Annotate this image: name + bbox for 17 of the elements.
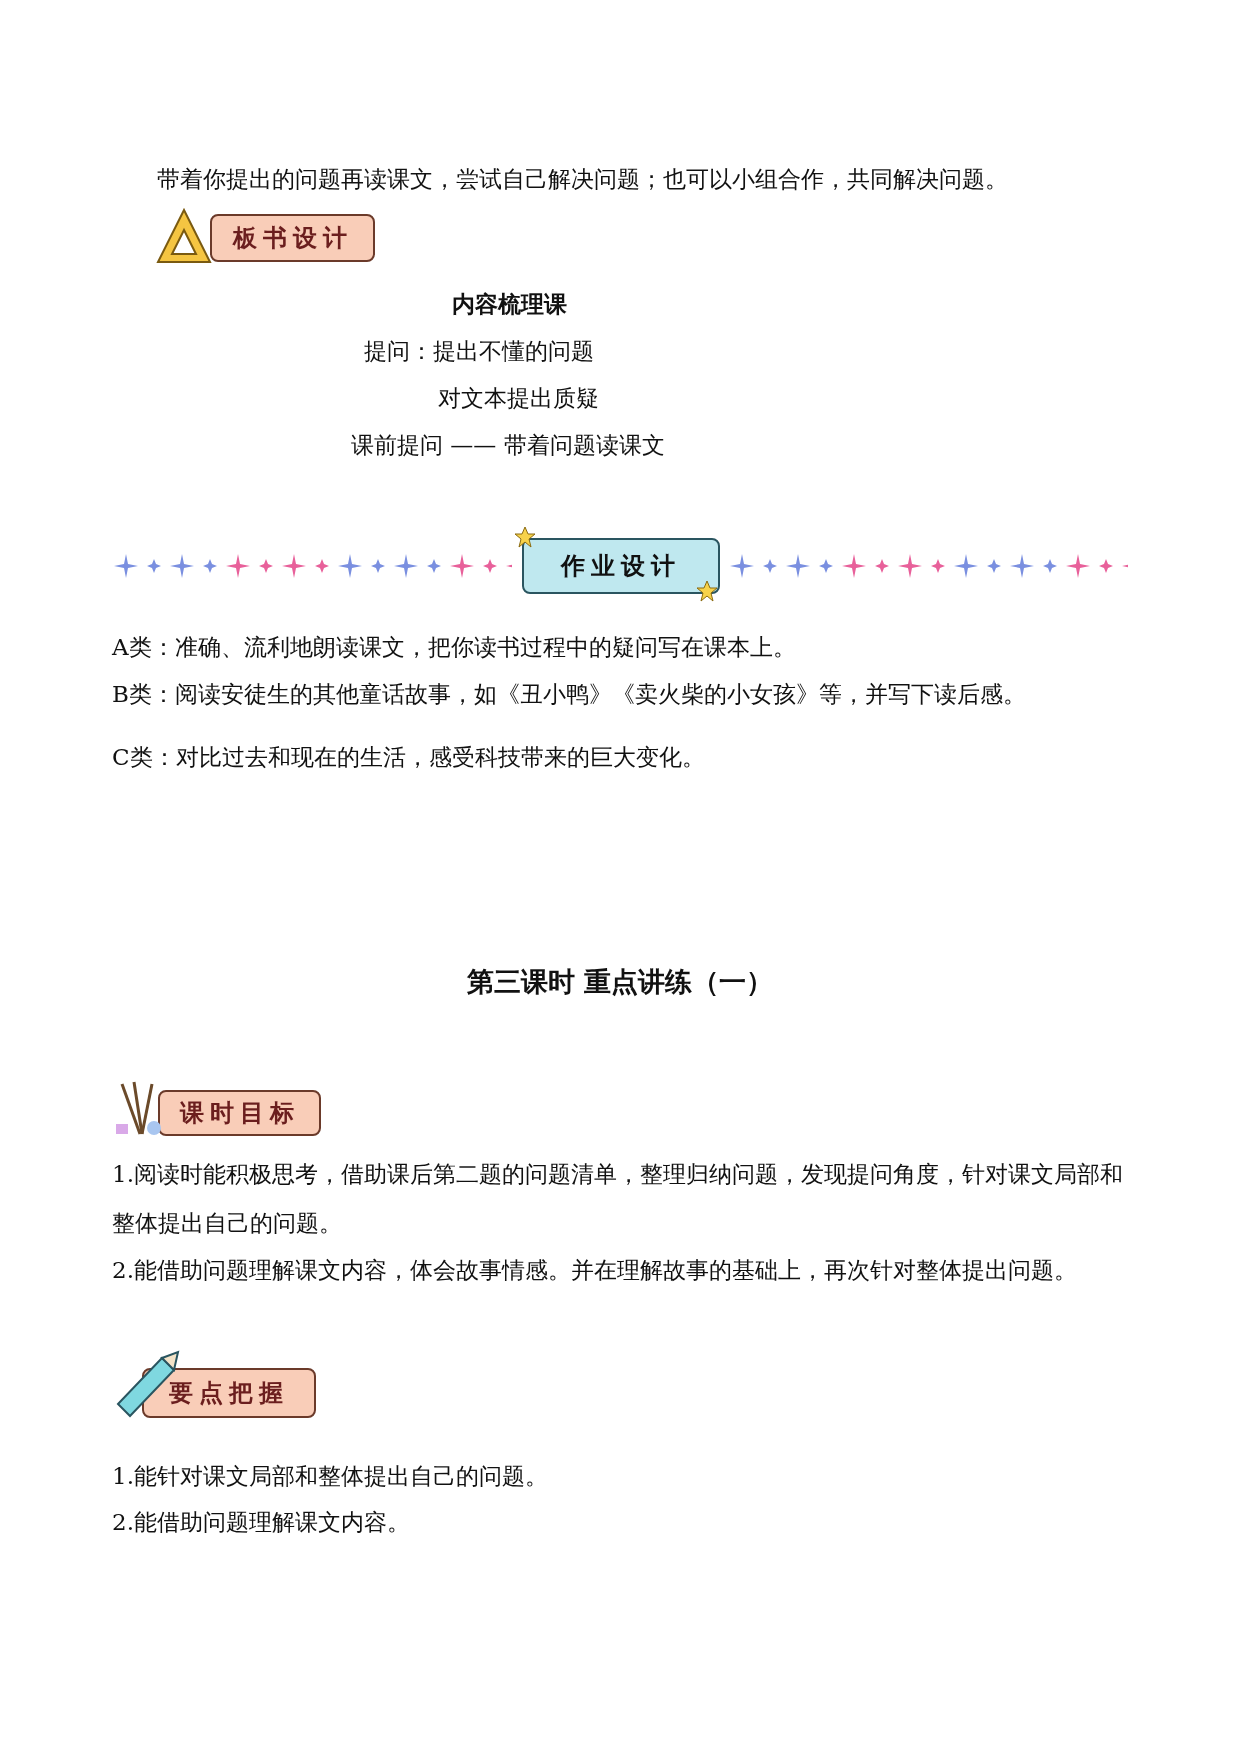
objective-text: 2.能借助问题理解课文内容，体会故事情感。并在理解故事的基础上，再次针对整体提出问题。 bbox=[112, 1256, 1078, 1285]
key-point-text: 2.能借助问题理解课文内容。 bbox=[112, 1510, 410, 1534]
section-badge: 要点把握 bbox=[142, 1368, 316, 1418]
board-line: 对文本提出质疑 bbox=[438, 386, 599, 410]
section-badge: 作业设计 bbox=[522, 538, 720, 594]
homework-item: B类：阅读安徒生的其他童话故事，如《丑小鸭》《卖火柴的小女孩》等，并写下读后感。 bbox=[112, 682, 1026, 706]
board-line: 课前提问 —— 带着问题读课文 bbox=[351, 433, 665, 457]
board-heading: 内容梳理课 bbox=[452, 292, 567, 316]
key-point-text: 1.能针对课文局部和整体提出自己的问题。 bbox=[112, 1464, 548, 1488]
section-badge: 板书设计 bbox=[210, 214, 375, 262]
section-badge: 课时目标 bbox=[158, 1090, 321, 1136]
objective-text: 1.阅读时能积极思考，借助课后第二题的问题清单，整理归纳问题，发现提问角度，针对课文局部和整体提出自己的问题。 bbox=[112, 1160, 1124, 1238]
homework-item: C类：对比过去和现在的生活，感受科技带来的巨大变化。 bbox=[112, 745, 705, 769]
homework-item: A类：准确、流利地朗读课文，把你读书过程中的疑问写在课本上。 bbox=[112, 635, 796, 659]
lesson-heading: 第三课时 重点讲练（一） bbox=[465, 970, 775, 994]
board-line: 提问：提出不懂的问题 bbox=[364, 339, 594, 363]
instruction-text: 带着你提出的问题再读课文，尝试自己解决问题；也可以小组合作，共同解决问题。 bbox=[157, 167, 1008, 191]
